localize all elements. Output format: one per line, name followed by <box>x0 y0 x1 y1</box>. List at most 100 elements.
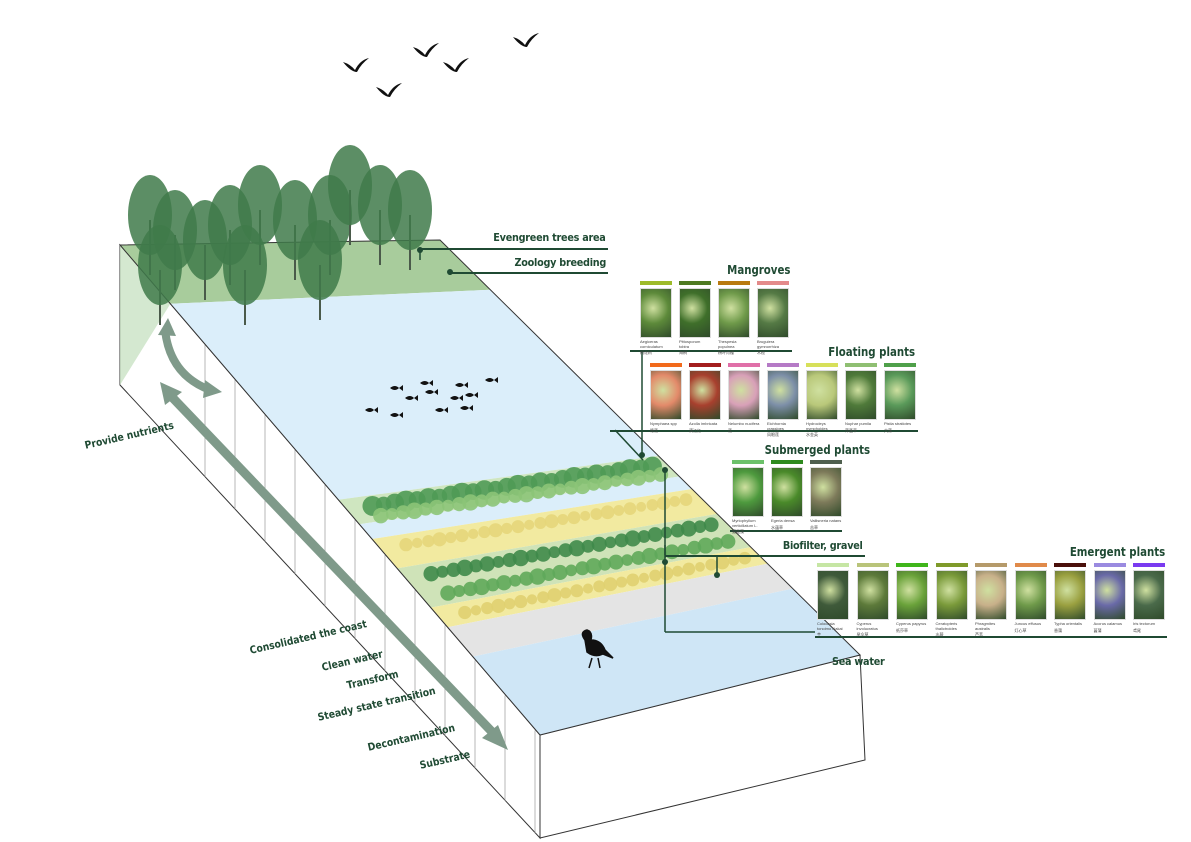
plant-chinese-name: 水蕨 <box>935 632 944 638</box>
bird-icon <box>443 58 469 72</box>
plant-photo <box>935 570 968 620</box>
plant-photo <box>757 288 789 338</box>
floating-plant <box>456 559 474 577</box>
group-divider <box>610 430 918 432</box>
leader-dot <box>662 559 668 565</box>
arrowhead-curve-right <box>203 380 222 398</box>
grass-tuft <box>738 551 752 565</box>
floating-plant <box>525 549 539 563</box>
plant-photo <box>718 288 750 338</box>
plant-color-bar <box>884 363 916 367</box>
bird-icon <box>376 83 402 97</box>
floating-plant <box>581 539 595 553</box>
plant-chinese-name: 杨叶肖槿 <box>718 350 734 356</box>
plant-color-bar <box>1093 563 1126 567</box>
plant-color-bar <box>689 363 721 367</box>
plant-card: Thespesia populnea 杨叶肖槿 <box>718 281 750 356</box>
grass-tuft <box>626 573 640 587</box>
plant-chinese-name: 苦草 <box>810 524 818 530</box>
grass-tuft <box>470 605 482 616</box>
plant-chinese-name: 桐花树 <box>640 350 652 356</box>
grass-tuft <box>412 537 423 549</box>
floating-plant <box>720 534 736 549</box>
tree-canopy <box>223 225 267 305</box>
floating-plant <box>552 564 568 581</box>
plant-latin-name: Colocasia tonoimo Nakai <box>817 621 843 631</box>
plant-photo <box>771 467 803 517</box>
grass-tuft <box>616 576 628 588</box>
floating-plant <box>647 527 663 542</box>
tree-canopy <box>298 220 342 300</box>
plant-card: Juncus effusus 灯心草 <box>1014 563 1047 633</box>
grass-tuft <box>649 569 662 582</box>
leader-dot <box>662 467 668 473</box>
floating-plant <box>565 564 578 577</box>
floating-plant <box>654 547 668 561</box>
plant-chinese-name: 芦苇 <box>975 632 983 638</box>
floating-plant <box>568 540 585 557</box>
plant-color-bar <box>679 281 711 285</box>
leader-line-evergreen <box>420 248 608 250</box>
grass-tuft <box>715 555 730 570</box>
grass-tuft <box>501 522 513 535</box>
mangrove-shrub <box>630 469 647 486</box>
band-gravel <box>447 563 793 657</box>
heron-icon <box>581 629 614 669</box>
grass-tuft <box>639 572 649 583</box>
plant-latin-name: Juncus effusus <box>1014 621 1042 626</box>
fish-icon <box>390 412 403 418</box>
soil-face-green <box>120 245 171 385</box>
plant-card: Phragmites australis 芦苇 <box>975 563 1007 638</box>
mangrove-shrub <box>587 478 600 491</box>
plant-latin-name: Eichhornia crassipes <box>767 421 786 431</box>
plant-chinese-name: 旱伞草 <box>856 632 869 638</box>
grass-tuft <box>600 505 615 520</box>
plant-latin-name: Thespesia populnea <box>718 339 737 349</box>
plant-latin-name: Nymphaea spp <box>650 421 677 426</box>
floating-plant <box>710 537 724 550</box>
plant-photo <box>1054 570 1086 620</box>
grass-tuft <box>399 538 413 552</box>
plant-latin-name: Ceratopteris thalictroides <box>935 621 958 631</box>
floating-plant <box>486 578 500 592</box>
plant-card: Egeria densa 水蕴草 <box>771 460 803 530</box>
plant-chinese-name: 木榄 <box>757 350 765 356</box>
plant-color-bar <box>1014 563 1047 567</box>
bird-icon <box>413 43 439 57</box>
plant-color-bar <box>757 281 789 285</box>
grass-tuft <box>623 502 637 516</box>
floating-plant <box>473 578 490 596</box>
mangrove-shrub <box>462 494 479 511</box>
plant-photo <box>884 370 916 420</box>
plant-latin-name: Azolla imbricata <box>689 421 718 426</box>
plant-photo <box>810 467 842 517</box>
mangrove-shrub <box>574 477 591 495</box>
plant-latin-name: Egeria densa <box>771 518 795 523</box>
leader-line-biofilter <box>665 555 865 557</box>
plant-chinese-name: 大薸 <box>884 427 892 433</box>
plant-card: Ceratopteris thalictroides 水蕨 <box>935 563 968 638</box>
mangrove-shrub <box>541 483 557 499</box>
fish-icon <box>450 395 463 401</box>
grass-tuft <box>537 591 550 604</box>
grass-tuft <box>646 499 659 511</box>
floating-plant <box>660 526 673 539</box>
mangrove-shrub <box>643 469 656 483</box>
floating-plant <box>479 556 495 572</box>
plant-chinese-name: 芋 <box>817 632 821 638</box>
grass-tuft <box>458 605 472 620</box>
grass-tuft <box>524 519 535 530</box>
floating-plant <box>624 530 641 547</box>
plant-card: Eichhornia crassipes 凤眼莲 <box>767 363 799 438</box>
grass-tuft <box>695 561 705 572</box>
floating-plant <box>548 546 561 559</box>
plant-photo <box>689 370 721 420</box>
plant-latin-name: Pittosporum tobira <box>679 339 701 349</box>
plant-color-bar <box>935 563 968 567</box>
plant-chinese-name: 水蕴草 <box>771 524 783 530</box>
mangrove-shrub <box>610 475 622 487</box>
leader-line <box>614 429 644 461</box>
label-sea-water: Sea water <box>832 655 885 668</box>
fish-icon <box>435 407 448 413</box>
